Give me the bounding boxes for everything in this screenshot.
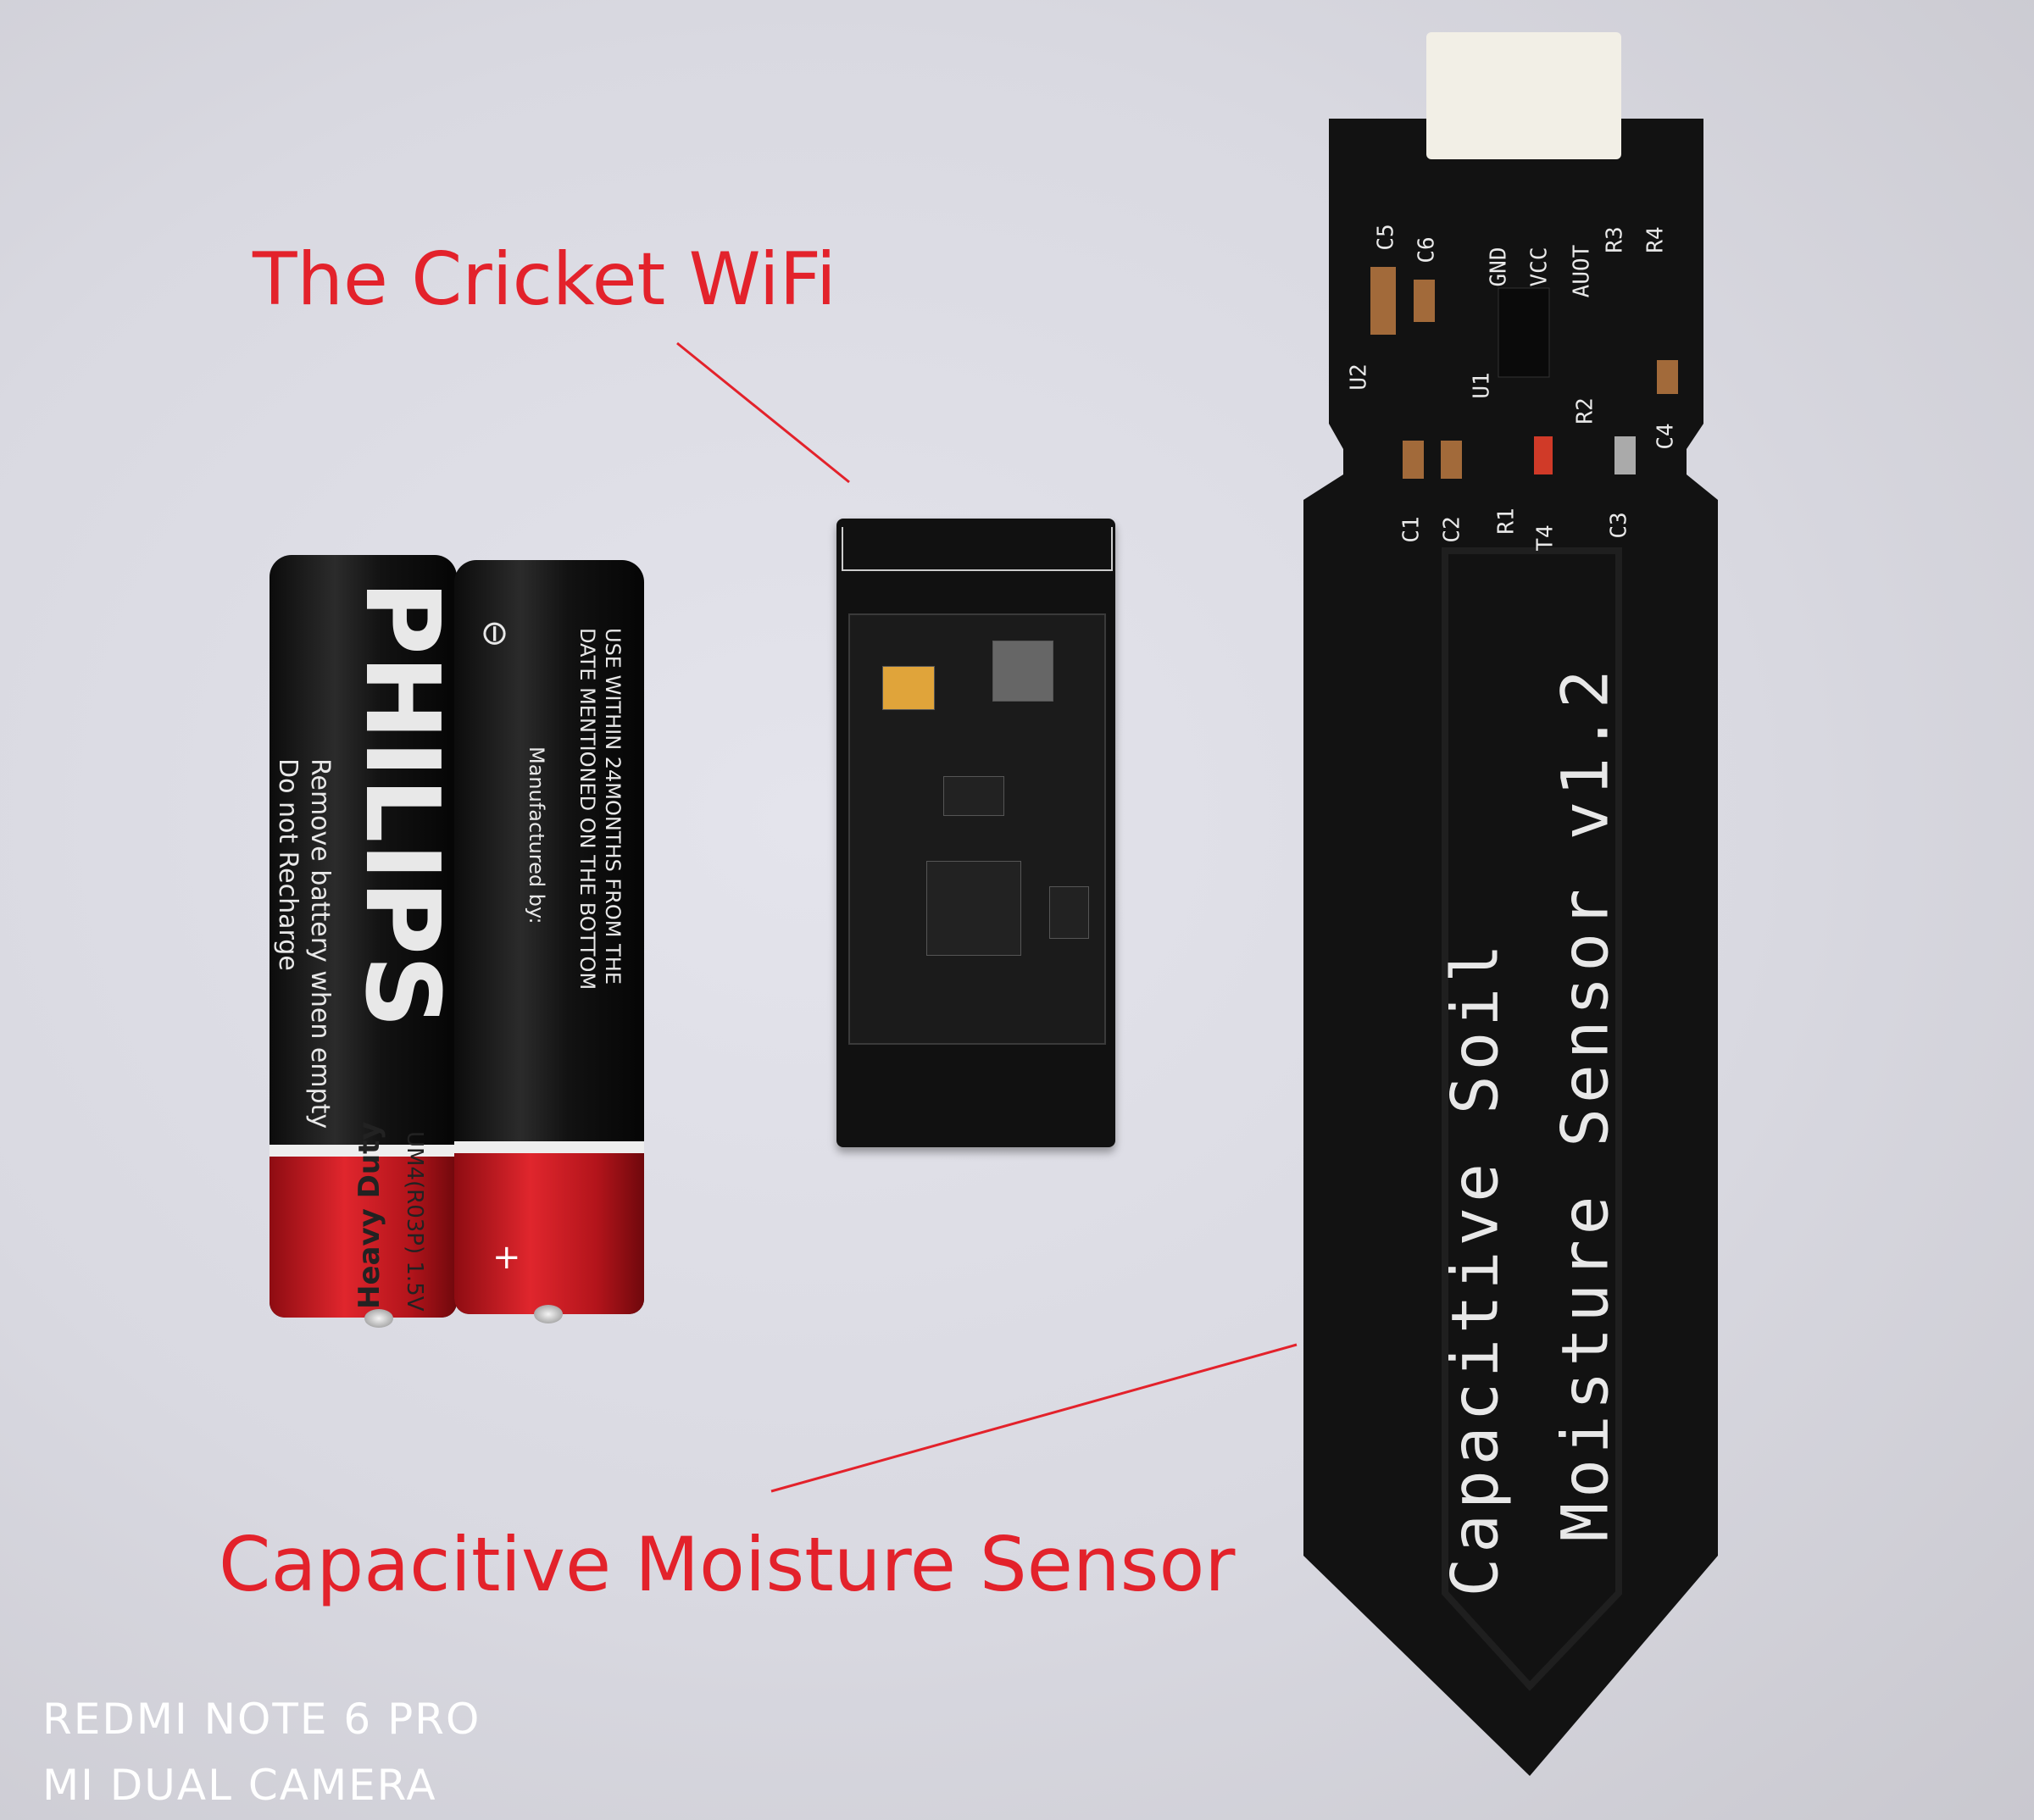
label-c4: C4 [1653, 423, 1679, 450]
cricket-wifi-module [836, 519, 1115, 1147]
label-c6: C6 [1414, 236, 1440, 264]
label-c5: C5 [1373, 224, 1399, 251]
header-pins [842, 527, 1113, 571]
connector [1426, 32, 1621, 159]
label-u2: U2 [1346, 363, 1372, 391]
led-t4 [1534, 436, 1553, 474]
label-r4: R4 [1642, 226, 1669, 253]
label-r1: R1 [1493, 508, 1520, 535]
wifi-pointer-line [676, 341, 850, 484]
battery-left: PHILIPS Remove battery when empty Do not… [270, 555, 457, 1318]
sensor-text-line1: Capacitive Soil [1437, 939, 1513, 1597]
sensor-board [1303, 119, 1718, 1776]
battery-plus: + [492, 1238, 521, 1277]
sensor-text-line2: Moisture Sensor v1.2 [1547, 664, 1623, 1542]
sensor-pointer-line [770, 1343, 1298, 1493]
capacitor-c3 [1614, 436, 1636, 474]
wifi-annotation: The Cricket WiFi [253, 237, 836, 322]
watermark-line1: REDMI NOTE 6 PRO [42, 1695, 481, 1744]
label-c1: C1 [1398, 516, 1425, 543]
capacitor [1414, 280, 1435, 322]
sensor-annotation: Capacitive Moisture Sensor [219, 1521, 1236, 1608]
label-r2: R2 [1572, 397, 1598, 424]
sensor-ic [1498, 287, 1550, 378]
label-u1: U1 [1469, 372, 1495, 399]
capacitor [1370, 267, 1396, 335]
battery-stripe [454, 1141, 644, 1153]
battery-terminal [364, 1309, 393, 1328]
chip-small [943, 776, 1004, 816]
esp-shield [848, 613, 1106, 1045]
sensor-trace [1442, 547, 1622, 1691]
label-c3: C3 [1606, 512, 1632, 539]
label-c2: C2 [1439, 516, 1465, 543]
tantalum-capacitor [882, 666, 935, 710]
battery-right: USE WITHIN 24MONTHS FROM THE DATE MENTIO… [454, 560, 644, 1314]
esp-chip [926, 861, 1021, 956]
capacitor [1657, 360, 1678, 394]
battery-terminal [534, 1305, 563, 1323]
capacitor [1441, 441, 1462, 479]
pin-label-vcc: VCC [1526, 247, 1553, 287]
battery-red-band [270, 1157, 457, 1318]
pin-label-aout: AUOT [1569, 244, 1595, 298]
pin-label-gnd: GND [1486, 247, 1512, 287]
crystal [992, 641, 1053, 702]
watermark-line2: MI DUAL CAMERA [42, 1761, 437, 1810]
label-t4: T4 [1532, 524, 1559, 552]
chip-small [1049, 886, 1089, 939]
capacitor [1403, 441, 1424, 479]
battery-red-band [454, 1153, 644, 1314]
battery-stripe [270, 1145, 457, 1157]
label-r3: R3 [1602, 226, 1628, 253]
